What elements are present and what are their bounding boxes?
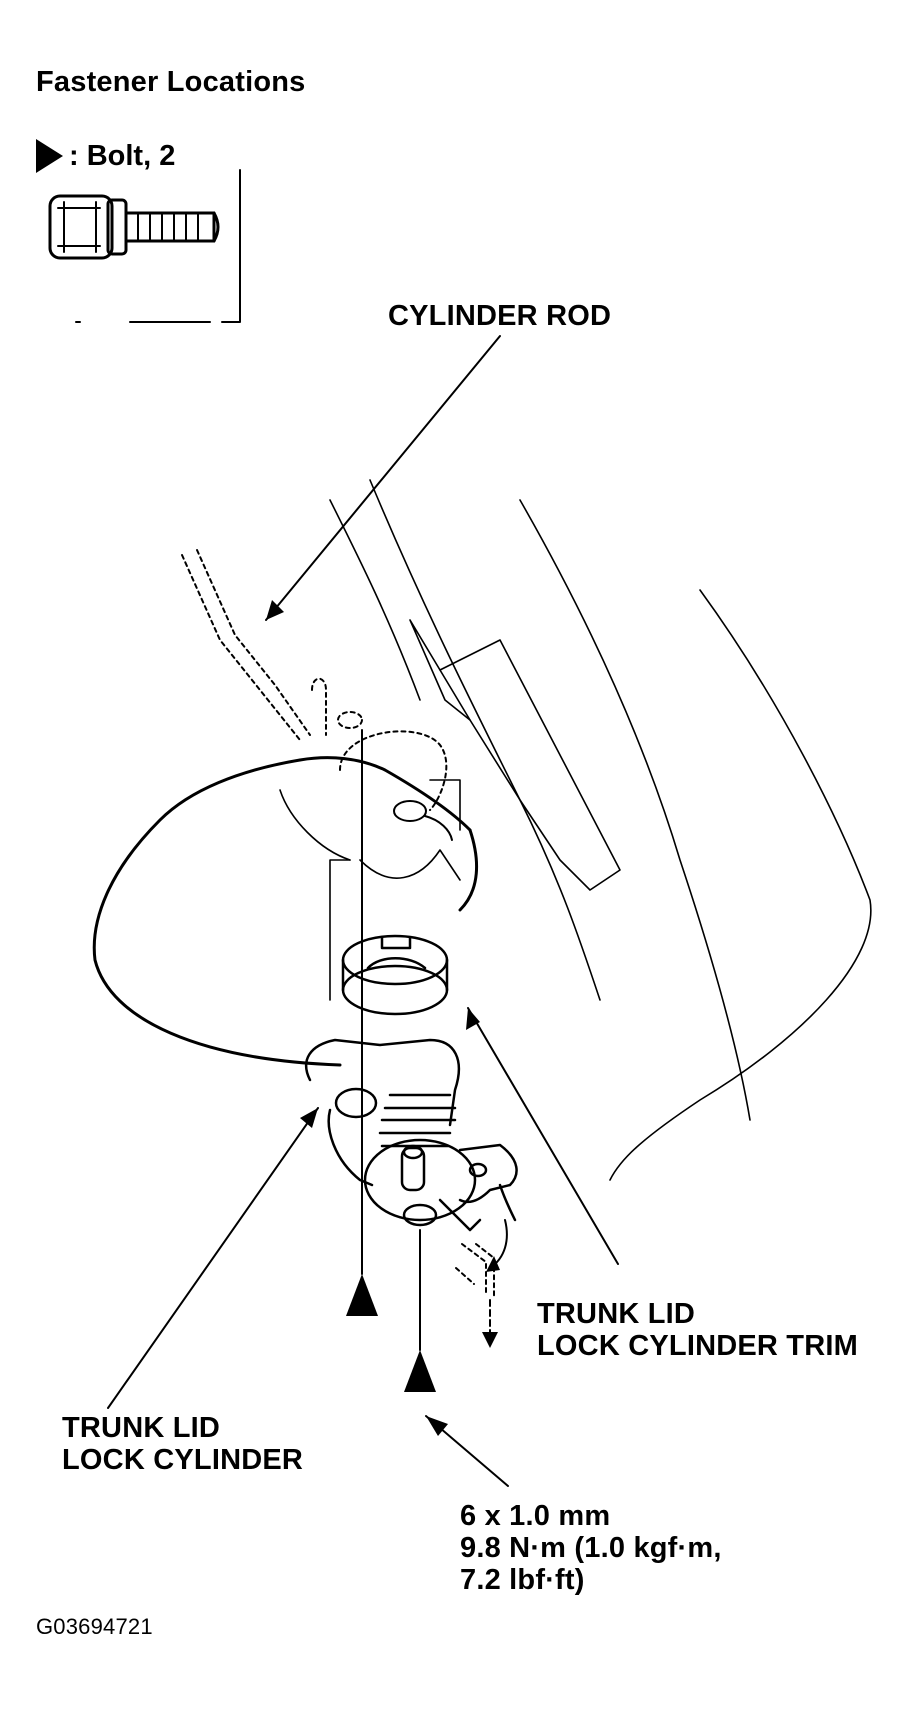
bolt-legend-label: : Bolt, 2 xyxy=(69,139,176,172)
cylinder-label-line1: TRUNK LID xyxy=(62,1412,221,1444)
lock-cylinder-label: TRUNK LID LOCK CYLINDER xyxy=(62,1412,303,1476)
lock-cylinder-body xyxy=(304,1038,518,1232)
diagram-title: Fastener Locations xyxy=(36,66,306,98)
cylinder-label-line2: LOCK CYLINDER xyxy=(62,1444,304,1476)
trim-label-line2: LOCK CYLINDER TRIM xyxy=(537,1330,858,1362)
cylinder-rod-label: CYLINDER ROD xyxy=(388,300,612,332)
bolt-illustration xyxy=(48,169,241,323)
lock-cylinder-trim-label: TRUNK LID LOCK CYLINDER TRIM xyxy=(537,1298,858,1362)
car-body-outline xyxy=(279,479,872,1181)
lock-cylinder-trim xyxy=(341,934,449,1016)
torque-spec-label: 6 x 1.0 mm 9.8 N·m (1.0 kgf·m, 7.2 lbf·f… xyxy=(460,1500,722,1596)
spec-line-torque-nm: 9.8 N·m (1.0 kgf·m, xyxy=(460,1532,722,1564)
bolt-marker-icon xyxy=(36,139,63,173)
spec-line-torque-lbf: 7.2 lbf·ft) xyxy=(460,1564,585,1596)
figure-code: G03694721 xyxy=(36,1614,153,1639)
trunk-panel xyxy=(92,758,342,1067)
bolt-legend: : Bolt, 2 xyxy=(36,139,175,173)
trim-label-line1: TRUNK LID xyxy=(537,1298,696,1330)
clip-dashed xyxy=(455,1243,495,1297)
spec-line-size: 6 x 1.0 mm xyxy=(460,1500,611,1532)
cylinder-rod-dashed xyxy=(181,549,448,811)
bolt-location-1 xyxy=(346,1274,378,1316)
bolt-location-2 xyxy=(404,1350,436,1392)
